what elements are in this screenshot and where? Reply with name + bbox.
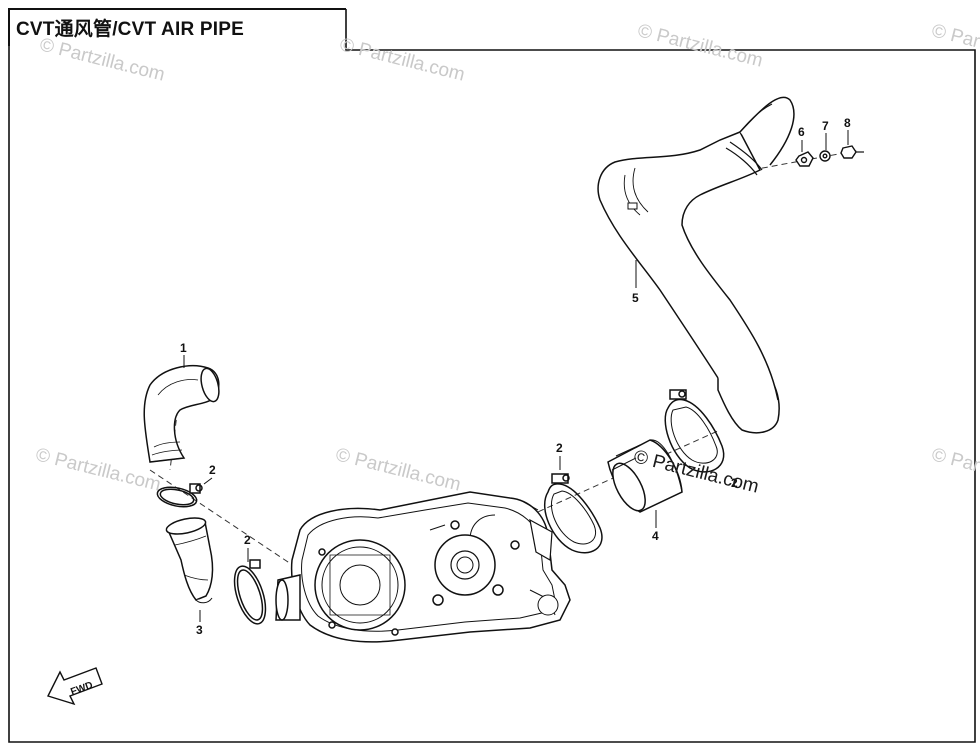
- callout-5: 5: [632, 291, 639, 305]
- part-7-washer[interactable]: [819, 150, 831, 162]
- callout-2-d: 2: [731, 476, 738, 490]
- page-title: CVT通风管/CVT AIR PIPE: [16, 19, 244, 40]
- callout-2-c: 2: [556, 441, 563, 455]
- callout-leaders: [183, 130, 849, 622]
- title-box: [8, 8, 346, 46]
- callout-4: 4: [652, 529, 659, 543]
- part-6-nut[interactable]: [795, 151, 814, 167]
- diagram-frame: [8, 9, 976, 743]
- callout-6: 6: [798, 125, 805, 139]
- part-5-air-pipe[interactable]: [597, 96, 795, 434]
- fwd-arrow-icon: FWD: [47, 667, 103, 706]
- callout-2-a: 2: [209, 463, 216, 477]
- callout-1: 1: [180, 341, 187, 355]
- part-2-clamp-a[interactable]: [156, 483, 203, 510]
- part-1-elbow-hose[interactable]: [143, 365, 222, 463]
- callout-8: 8: [844, 116, 851, 130]
- callout-3: 3: [196, 623, 203, 637]
- part-3-lower-elbow[interactable]: [165, 515, 214, 604]
- callout-labels: 1 2 2 2 2 3 4 5 6 7 8: [180, 116, 851, 637]
- part-8-bolt[interactable]: [840, 145, 864, 159]
- part-2-clamp-d[interactable]: [664, 389, 725, 473]
- part-2-clamp-b[interactable]: [228, 559, 271, 628]
- part-4-coupler[interactable]: [606, 439, 683, 516]
- part-2-clamp-c[interactable]: [543, 473, 603, 554]
- cvt-cover-housing: [275, 491, 571, 643]
- callout-2-b: 2: [244, 533, 251, 547]
- callout-7: 7: [822, 119, 829, 133]
